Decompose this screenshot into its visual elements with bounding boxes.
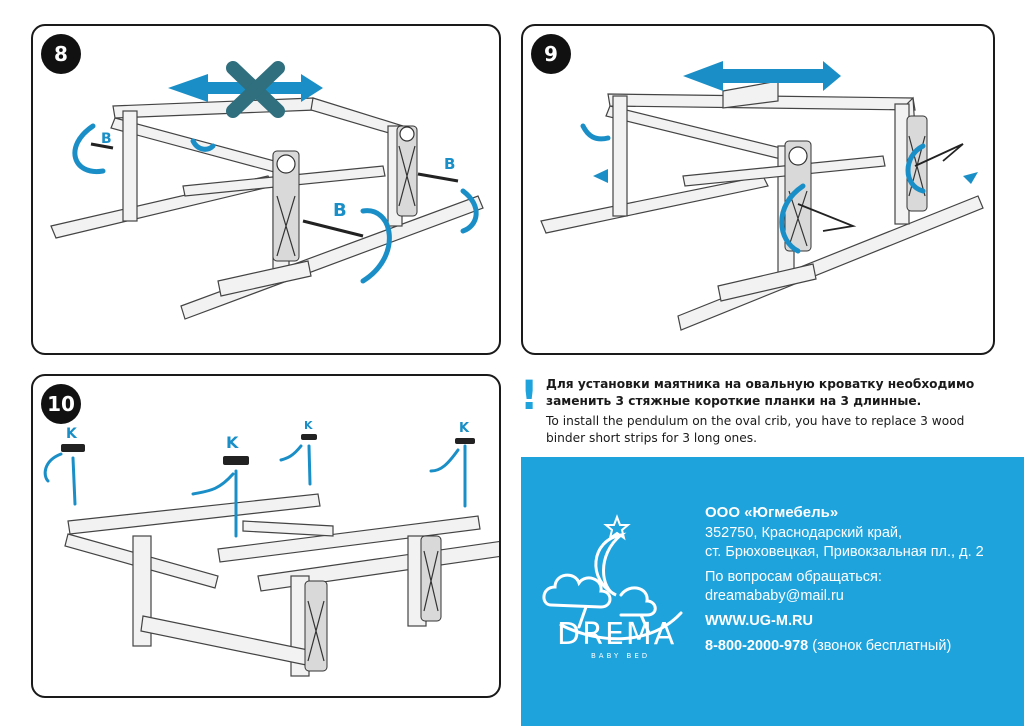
step-number-badge: 9 [531, 34, 571, 74]
part-label-k: K [66, 426, 78, 442]
part-label-k: K [304, 419, 313, 432]
note-text-ru: Для установки маятника на овальную крова… [546, 377, 975, 408]
questions-label: По вопросам обращаться: [705, 569, 882, 585]
step-9-illustration [540, 61, 984, 331]
part-label-b: B [444, 155, 455, 173]
moon-cloud-logo-icon [542, 514, 683, 641]
step-10-panel: 10 [31, 374, 501, 698]
address-line: ст. Брюховецкая, Привокзальная пл., д. 2 [705, 544, 984, 560]
phone-number[interactable]: 8-800-2000-978 [705, 638, 809, 654]
step-number-badge: 10 [41, 384, 81, 424]
note-text-en: To install the pendulum on the oval crib… [546, 414, 965, 445]
contact-panel: DREMA BABY BED ООО «Югмебель» 352750, Кр… [521, 457, 1024, 726]
part-label-b: B [101, 131, 112, 147]
step-9-panel: 9 [521, 24, 995, 355]
part-label-b: B [333, 200, 347, 221]
email-link[interactable]: dreamababy@mail.ru [705, 588, 844, 604]
website-link[interactable]: WWW.UG-M.RU [705, 613, 813, 629]
step-8-illustration: B B B [50, 61, 484, 320]
step-number-badge: 8 [41, 34, 81, 74]
part-label-k: K [226, 433, 239, 452]
brand-name: DREMA [557, 617, 677, 652]
step-10-illustration: K K K K [43, 419, 499, 677]
brand-tagline: BABY BED [591, 652, 651, 660]
part-label-k: K [459, 421, 470, 436]
phone-note: (звонок бесплатный) [812, 638, 952, 654]
step-8-panel: 8 [31, 24, 501, 355]
address-line: 352750, Краснодарский край, [705, 525, 903, 541]
company-name: ООО «Югмебель» [705, 504, 839, 521]
exclamation-icon: ! [520, 373, 539, 419]
contact-details: ООО «Югмебель» 352750, Краснодарский кра… [705, 503, 1015, 656]
phone-line: 8-800-2000-978 (звонок бесплатный) [705, 637, 1015, 656]
